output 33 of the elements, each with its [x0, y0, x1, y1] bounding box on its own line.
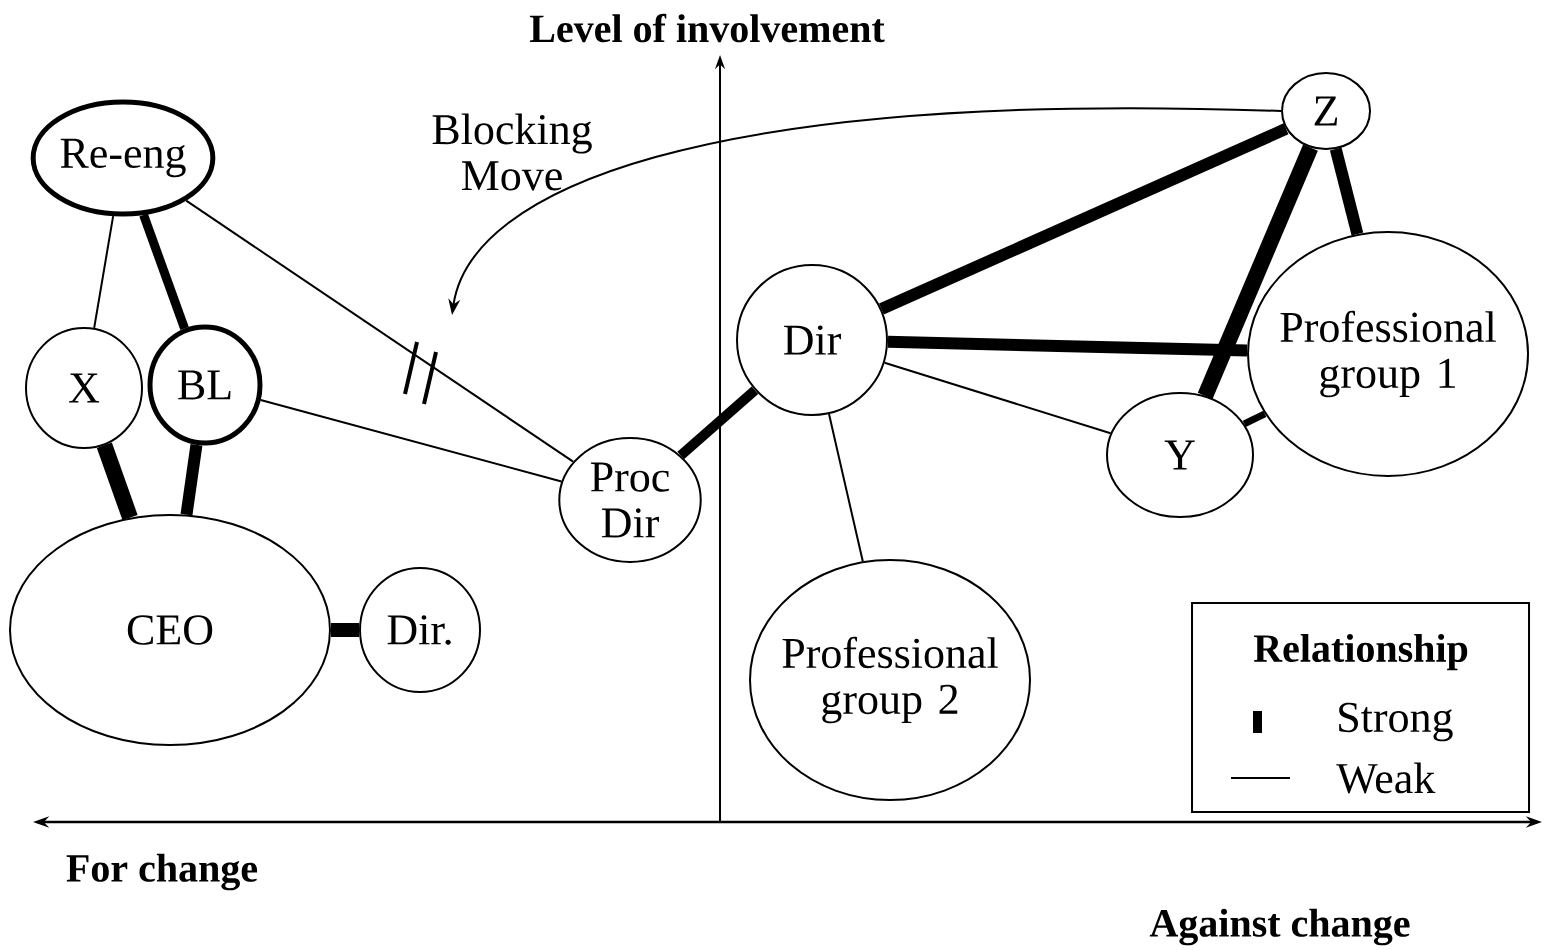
ellipse-node: Dir.	[359, 567, 481, 693]
axis-label: For change	[66, 853, 258, 891]
connector-line	[185, 199, 575, 463]
edge-label: Blocking Move	[432, 113, 592, 191]
connector-line	[139, 213, 189, 330]
legend-label: Weak	[1336, 762, 1436, 794]
circle-node: Dir	[736, 264, 888, 416]
ellipse-node: Professional group 2	[749, 559, 1031, 801]
connector-line	[93, 215, 115, 329]
ellipse-node: Professional group 1	[1247, 231, 1529, 477]
connector-line	[1197, 144, 1318, 399]
connector-line	[883, 361, 1112, 435]
ellipse-node: Re-eng	[30, 99, 216, 217]
ellipse-node: Z	[1281, 72, 1371, 150]
connector-line	[828, 413, 864, 563]
axis-label: Against change	[1149, 908, 1410, 946]
connector-line	[180, 443, 203, 516]
connector-line	[677, 386, 759, 460]
connector-line	[1329, 147, 1364, 236]
ellipse-node: CEO	[9, 514, 331, 746]
connector-line	[887, 335, 1248, 357]
connector-line	[331, 623, 359, 637]
connector-line	[1242, 410, 1267, 427]
ellipse-node: BL	[147, 324, 263, 446]
axis-label: Level of involvement	[529, 13, 885, 43]
connector-line	[259, 399, 563, 483]
ellipse-node: Proc Dir	[558, 437, 702, 563]
ellipse-node: Y	[1106, 392, 1254, 518]
connector-line	[879, 123, 1289, 315]
connector-line	[96, 442, 138, 521]
legend-title: Relationship	[1253, 633, 1468, 671]
legend-label: Strong	[1339, 702, 1453, 742]
ellipse-node: X	[25, 327, 143, 449]
